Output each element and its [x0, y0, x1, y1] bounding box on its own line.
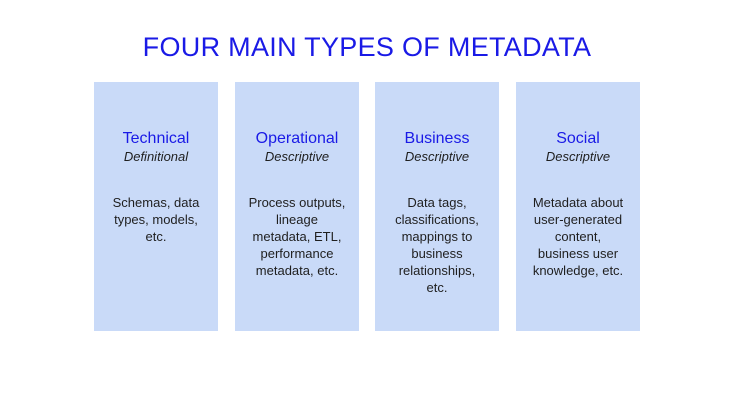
- card-business: Business Descriptive Data tags, classifi…: [375, 82, 499, 331]
- card-heading: Business: [404, 130, 470, 147]
- page-title: FOUR MAIN TYPES OF METADATA: [142, 32, 592, 62]
- card-description: Schemas, data types, models, etc.: [112, 195, 200, 244]
- card-heading: Social: [556, 130, 600, 147]
- card-technical: Technical Definitional Schemas, data typ…: [94, 82, 218, 331]
- card-heading: Operational: [255, 130, 339, 147]
- card-social: Social Descriptive Metadata about user-g…: [516, 82, 640, 331]
- card-heading: Technical: [122, 130, 190, 147]
- card-subheading: Descriptive: [264, 149, 330, 164]
- card-description: Process outputs, lineage metadata, ETL, …: [248, 195, 346, 278]
- card-subheading: Definitional: [123, 149, 189, 164]
- card-description: Metadata about user-generated content, b…: [532, 195, 624, 278]
- card-subheading: Descriptive: [545, 149, 611, 164]
- card-operational: Operational Descriptive Process outputs,…: [235, 82, 359, 331]
- card-description: Data tags, classifications, mappings to …: [395, 195, 479, 295]
- card-subheading: Descriptive: [404, 149, 470, 164]
